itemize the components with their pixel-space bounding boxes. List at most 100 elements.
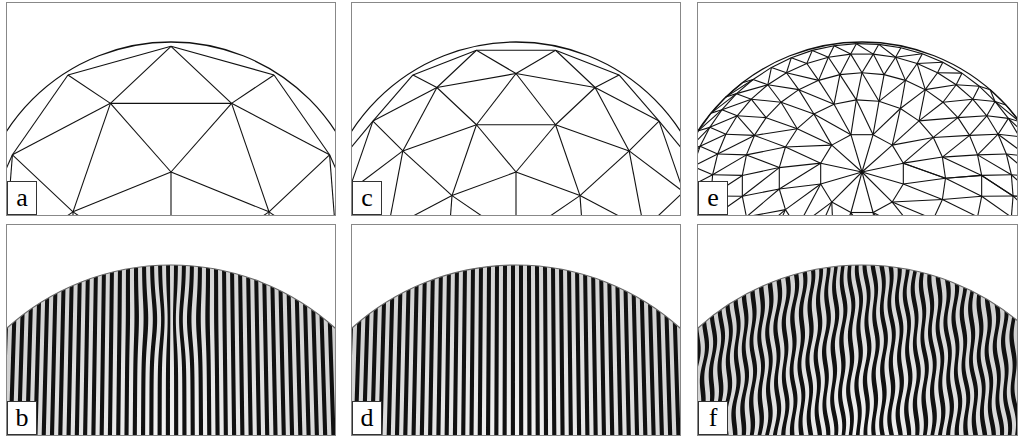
mesh-edge <box>879 75 884 102</box>
mesh-edge <box>476 50 555 51</box>
zebra-stripe <box>91 263 98 436</box>
mesh-edge <box>862 163 903 172</box>
mesh-edge <box>892 184 903 202</box>
mesh-edge <box>629 151 644 216</box>
zebra-stripe <box>149 263 157 436</box>
mesh-edge <box>851 54 862 73</box>
mesh-edge <box>933 135 969 137</box>
mesh-edge <box>73 103 110 211</box>
mesh-edge <box>956 85 979 87</box>
zebra-stripe <box>478 263 483 436</box>
mesh-edge <box>832 145 862 172</box>
mesh-edge <box>785 147 820 163</box>
mesh-edge <box>933 199 942 216</box>
stripe-group <box>6 263 336 436</box>
mesh-edge <box>713 154 718 175</box>
mesh-edge <box>942 155 977 157</box>
mesh-edge <box>896 57 906 80</box>
mesh-edge <box>862 73 884 75</box>
mesh-edge <box>697 154 718 166</box>
mesh-edge <box>768 85 781 103</box>
zebra-stripe <box>66 263 74 436</box>
zebra-stripe <box>411 263 419 436</box>
panel-letter-box: a <box>7 181 37 215</box>
mesh-edge <box>917 54 922 64</box>
mesh-edge <box>945 175 981 178</box>
mesh-edge <box>917 62 943 63</box>
zebra-stripe <box>173 263 178 436</box>
mesh-edge <box>896 48 901 58</box>
zebra-stripe <box>879 263 888 436</box>
mesh-edge <box>998 134 1018 156</box>
zebra-stripe <box>214 263 220 436</box>
mesh-edge <box>834 100 856 104</box>
zebra-stripe <box>830 263 839 436</box>
mesh-edge <box>851 54 874 55</box>
mesh-edge <box>998 118 1008 134</box>
mesh-edge <box>452 125 476 196</box>
mesh-edge <box>269 155 330 212</box>
mesh-edge <box>751 99 781 102</box>
mesh-edge <box>403 151 452 196</box>
zebra-stripe <box>196 263 203 436</box>
zebra-stripe <box>286 263 294 436</box>
mesh-edge <box>516 74 556 125</box>
mesh-edge <box>987 116 1009 119</box>
zebra-stripe <box>870 263 879 436</box>
mesh-edge <box>452 172 516 196</box>
zebra-stripe <box>141 263 148 436</box>
mesh-edge <box>791 58 807 64</box>
mesh-edge <box>768 85 799 90</box>
mesh-edge <box>476 124 555 125</box>
zebra-stripe <box>591 263 598 436</box>
mesh-edge <box>742 189 779 196</box>
mesh-edge <box>925 90 943 103</box>
mesh-edge <box>982 174 1012 176</box>
zebra-stripe <box>951 263 962 436</box>
mesh-edge <box>742 168 779 197</box>
zebra-stripe <box>756 263 766 436</box>
mesh-edge <box>437 88 477 125</box>
zebra-stripe <box>318 263 327 436</box>
sphere-outline <box>6 42 336 216</box>
mesh-edge <box>995 101 1018 121</box>
zebra-stripe <box>822 263 831 436</box>
zebra-stripe <box>814 263 823 436</box>
mesh-edge <box>437 74 516 88</box>
mesh-edge <box>797 184 820 216</box>
mesh-edge <box>799 80 819 89</box>
zebra-stripe <box>222 263 228 436</box>
mesh-wireframe <box>697 42 1018 216</box>
zebra-stripe <box>395 263 403 436</box>
mesh-edge <box>446 196 452 216</box>
zebra-render <box>6 263 336 436</box>
mesh-edge <box>110 46 171 103</box>
mesh-edge <box>995 101 1008 118</box>
mesh-edge <box>862 73 879 102</box>
mesh-edge <box>12 75 68 155</box>
mesh-edge <box>786 73 798 90</box>
mesh-edge <box>943 99 973 102</box>
mesh-edge <box>1006 154 1018 177</box>
mesh-edge <box>873 54 884 75</box>
mesh-edge <box>797 129 832 145</box>
mesh-edge <box>476 50 516 73</box>
mesh-edge <box>978 153 1007 155</box>
zebra-render <box>351 263 681 436</box>
zebra-stripe <box>567 263 573 436</box>
mesh-edge <box>978 155 982 176</box>
sphere-outline <box>351 42 681 216</box>
mesh-edge <box>274 75 330 155</box>
mesh-edge <box>799 90 834 105</box>
mesh-edge <box>797 114 814 129</box>
zebra-stripe <box>551 263 556 436</box>
mesh-edge <box>938 62 943 73</box>
mesh-edge <box>785 145 831 147</box>
mesh-edge <box>700 134 726 146</box>
mesh-edge <box>580 151 629 196</box>
zebra-stripe <box>846 263 855 436</box>
stripe-group <box>351 263 681 436</box>
mesh-edge <box>171 103 232 172</box>
